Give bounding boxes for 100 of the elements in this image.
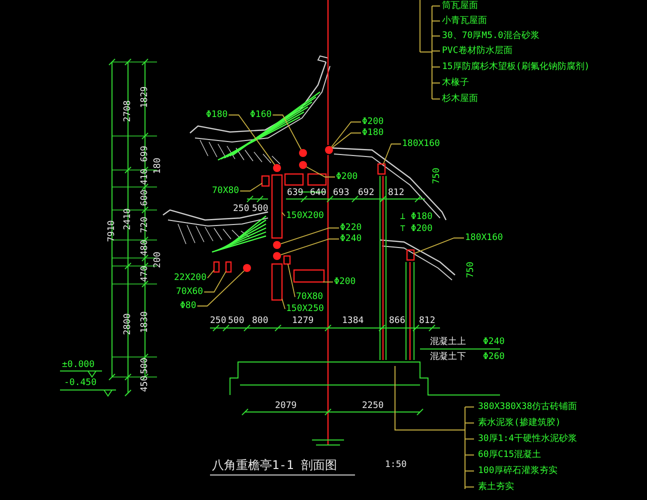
callout-text: Φ180 [362,128,384,138]
leader-line [204,270,226,292]
leader-line [280,238,340,256]
callout-text: Φ200 [336,172,358,182]
dimension-text: 7910 [107,220,117,242]
round-member-section [273,164,281,172]
dimension-text: 2410 [123,208,133,230]
leader-line [414,238,464,254]
leader-line [282,212,286,216]
callout-text: Φ160 [250,110,272,120]
dimension-text: 2800 [123,313,133,335]
dimension-text: 750 [432,168,442,184]
scale-text: 1:50 [385,460,407,470]
dimension-text: 2250 [362,401,384,411]
dimension-text: 1384 [342,316,364,326]
dimension-text: 2708 [123,100,133,122]
dimension-text: 500 [228,316,244,326]
leader-line [196,270,245,306]
round-member-section [299,161,307,169]
dimension-text: 812 [419,316,436,326]
dimension-text: 1830 [140,311,150,333]
leader-line [280,228,340,244]
leader-line [282,298,286,310]
note-text: 15厚防腐杉木望板(刷氟化钠防腐剂) [442,62,590,72]
member-size-text: 混凝土下 [430,352,466,362]
dimension-text: 750 [466,262,476,278]
member-size-text: Φ260 [483,352,505,362]
dimension-text: 800 [252,316,268,326]
level-text: ±0.000 [62,360,95,370]
callout-text: 70X80 [212,186,240,196]
note-text: 100厚碎石灌浆夯实 [478,466,558,476]
dimension-text: 720 [140,216,150,233]
callout-text: 70X60 [176,287,204,297]
leader-line [332,132,362,148]
dimension-text: 812 [388,188,404,198]
member-section [213,261,220,273]
note-text: 30厚1:4干硬性水泥砂浆 [478,434,578,444]
leader-line [331,122,362,148]
round-member-section [273,241,281,249]
round-member-section [299,149,307,157]
member-section [225,261,232,273]
dimension-text: 692 [358,188,374,198]
round-member-section [273,252,281,260]
leader-line [228,114,276,166]
member-section [283,255,291,265]
dimension-text: 2079 [275,401,297,411]
member-section [377,163,386,175]
callout-text: 150X250 [286,304,324,314]
dimension-text: 250 [233,204,250,214]
member-section [293,269,325,283]
callout-text: Φ240 [340,234,362,244]
leader-line [240,182,262,192]
member-section [271,263,283,301]
note-text: 60厚C15混凝土 [478,450,542,460]
dimension-text: 470 [140,266,150,282]
callout-text: Φ220 [340,223,362,233]
member-size-text: 混凝土上 [430,337,466,347]
dimension-text: 1829 [140,86,150,108]
leader-line [272,114,302,150]
dimension-text: 480 [140,240,150,256]
dimension-text: 699 [140,146,150,162]
member-size-text: Φ240 [483,337,505,347]
note-text: PVC卷材防水层面 [442,46,512,56]
member-section [406,249,415,261]
callout-text: Φ200 [362,117,384,127]
dimension-text: 200 [153,252,163,268]
note-text: 杉木屋面 [442,94,478,104]
level-text: -0.450 [64,378,97,388]
dimension-text: 180 [153,158,163,174]
dimension-text: 1279 [292,316,314,326]
dimension-text: 693 [333,188,350,198]
dimension-text: 410 [140,168,150,185]
callout-text: 150X200 [286,211,324,221]
dimension-text: 639 [287,188,304,198]
callout-text: 70X80 [296,292,324,302]
member-section [261,175,270,187]
callout-text: 22X200 [174,273,207,283]
dimension-text: 500 [140,358,150,374]
leader-line [207,270,214,278]
leader-line [306,166,336,178]
note-text: 380X380X38仿古砖铺面 [478,402,578,412]
member-size-text: ⊥ Φ180 [400,212,433,222]
dimension-text: 250 [210,316,226,326]
note-text: 筒瓦屋面 [442,1,478,11]
round-member-section [325,146,333,154]
callout-text: Φ200 [334,277,356,287]
callout-text: 180X160 [402,139,440,149]
note-text: 30、70厚M5.0混合砂浆 [442,31,540,41]
drawing-title: 八角重檐亭1-1 剖面图 [212,458,337,472]
dimension-text: 450 [140,376,150,392]
note-text: 小青瓦屋面 [442,16,487,26]
note-text: 素水泥浆(掺建筑胶) [478,418,561,428]
callout-text: Φ180 [206,110,228,120]
dimension-text: 500 [252,204,268,214]
leader-line [287,264,296,298]
callout-text: Φ80 [180,301,196,311]
member-size-text: ⊤ Φ200 [400,224,433,234]
note-text: 木椽子 [442,78,469,88]
callout-text: 180X160 [465,233,503,243]
note-text: 素土夯实 [478,482,514,492]
